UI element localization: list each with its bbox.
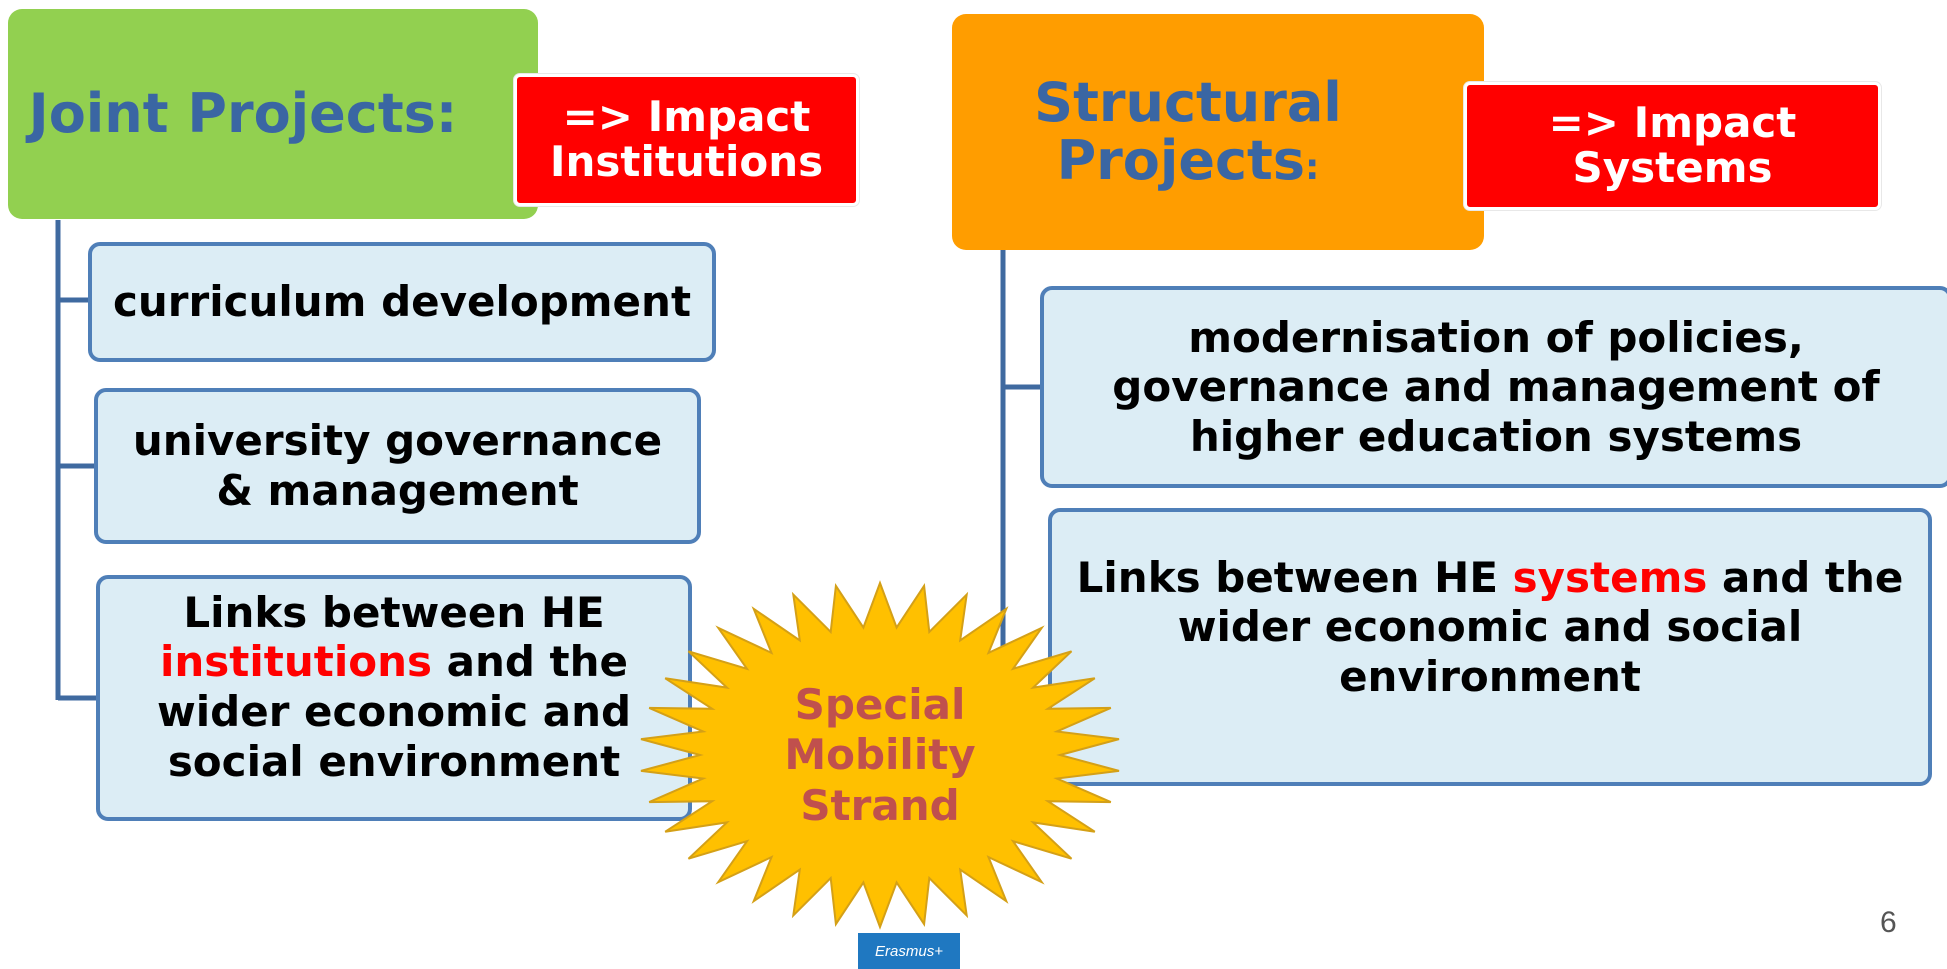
page-number: 6	[1880, 906, 1897, 939]
highlight-institutions: institutions	[160, 637, 432, 687]
card-links-systems: Links between HE systems and the wider e…	[1048, 508, 1932, 786]
joint-projects-title: Joint Projects:	[28, 81, 458, 145]
card-links-institutions: Links between HE institutions and the wi…	[96, 575, 692, 821]
special-mobility-strand-label: Special Mobility Strand	[784, 680, 976, 830]
erasmus-logo: Erasmus+	[858, 933, 960, 969]
special-mobility-starburst	[640, 580, 1120, 930]
highlight-systems: systems	[1512, 552, 1708, 602]
structural-projects-header: Structural Projects:	[952, 14, 1484, 250]
structural-projects-title: Structural Projects:	[1034, 70, 1342, 192]
impact-institutions-badge: => Impact Institutions	[514, 74, 859, 206]
joint-projects-header: Joint Projects:	[8, 9, 538, 219]
card-curriculum-development: curriculum development	[88, 242, 716, 362]
card-modernisation-policies: modernisation of policies, governance an…	[1040, 286, 1947, 488]
card-university-governance: university governance & management	[94, 388, 701, 544]
impact-systems-badge: => Impact Systems	[1464, 82, 1881, 210]
